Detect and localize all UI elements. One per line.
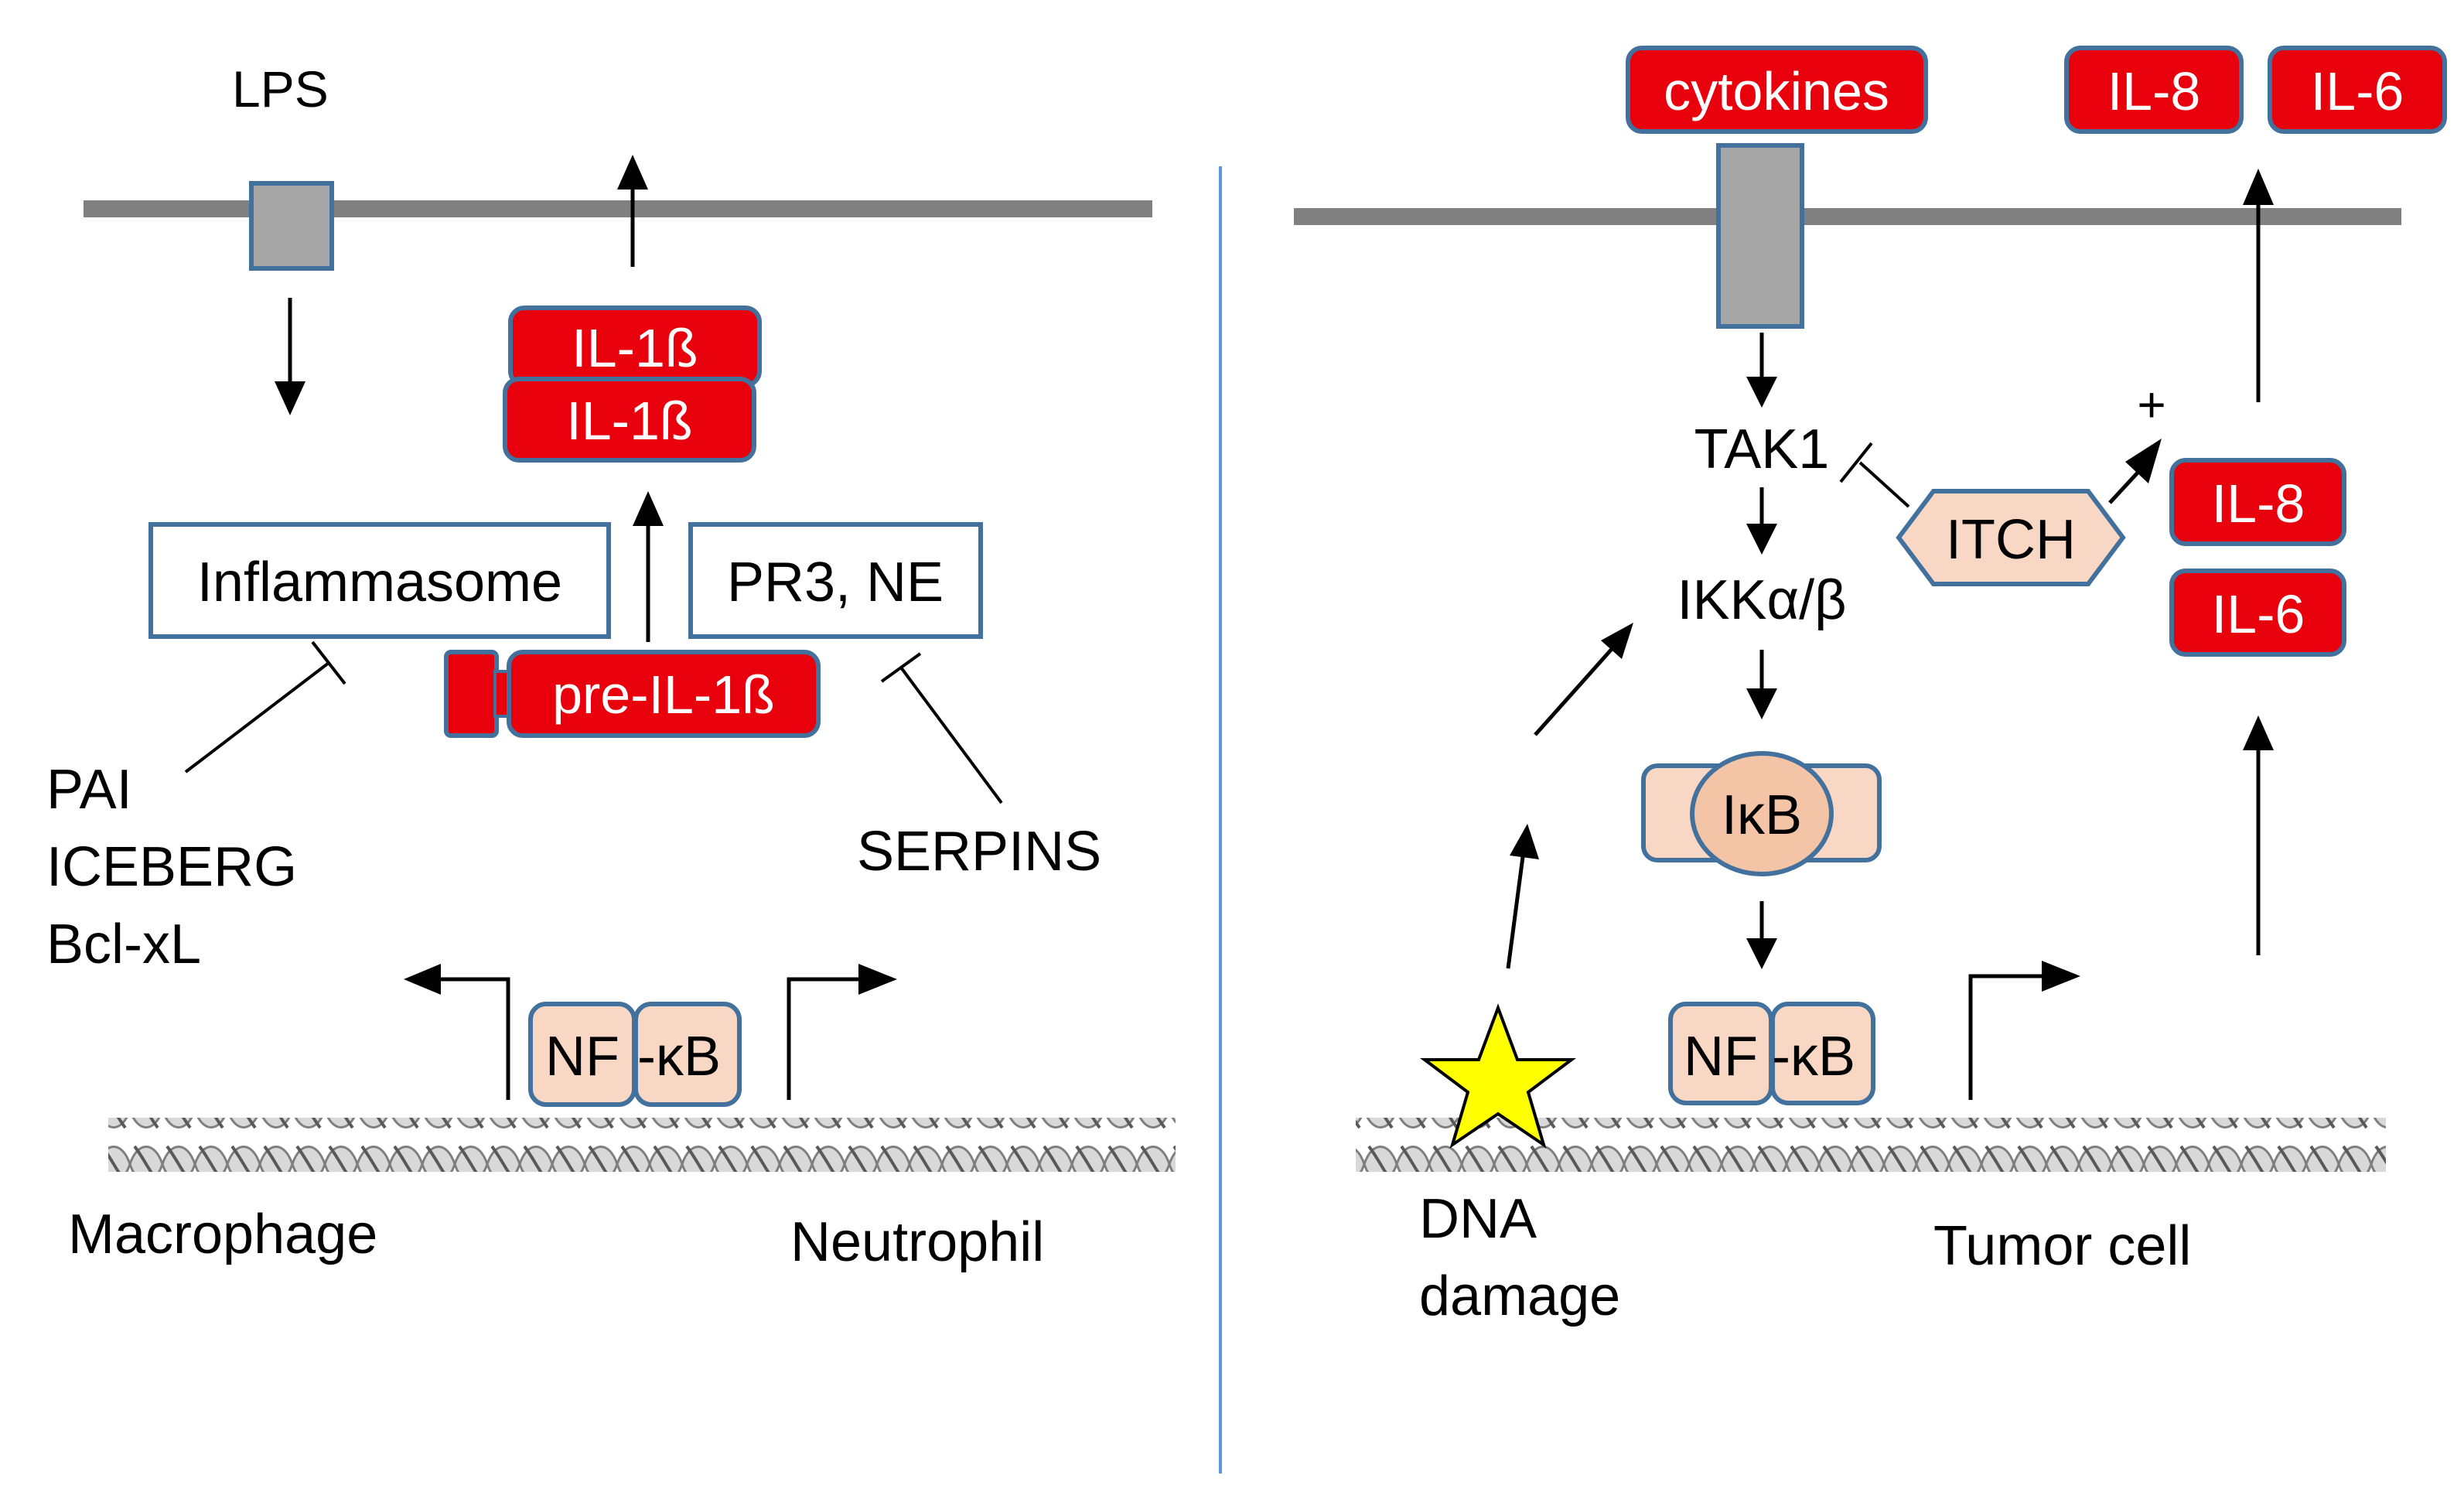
ikb-complex: IκB <box>1641 751 1882 876</box>
nfkb-left-nf: NF <box>545 1026 619 1088</box>
arrow-damage-up <box>1506 824 1539 969</box>
arrow-ikk-ikb <box>1746 650 1777 719</box>
neutrophil-label: Neutrophil <box>790 1211 1044 1273</box>
il1b-top-label: IL-1ß <box>572 318 698 378</box>
dna-right <box>1356 1118 2386 1172</box>
il8-mid-label: IL-8 <box>2212 473 2305 534</box>
il8-top-label: IL-8 <box>2107 61 2201 121</box>
lps-receptor <box>249 181 334 271</box>
inhibitor-iceberg: ICEBERG <box>46 836 297 898</box>
macrophage-label: Macrophage <box>68 1204 377 1265</box>
dna-left <box>108 1118 1176 1172</box>
promoter-arrow-left <box>404 964 510 1100</box>
arrow-to-tak1 <box>1746 333 1777 408</box>
dna-damage-label-line2: damage <box>1419 1265 1620 1327</box>
ikk-label: IKKα/β <box>1677 569 1846 631</box>
promoter-arrow-right <box>787 964 897 1100</box>
tak1-label: TAK1 <box>1694 418 1830 480</box>
inhibit-tak1 <box>1839 442 1910 508</box>
arrow-damage-ikk <box>1534 623 1633 736</box>
inhibit-pr3-ne <box>880 652 1003 804</box>
lps-label: LPS <box>232 60 329 118</box>
nfkb-right-kb: -κB <box>1772 1026 1855 1088</box>
arrow-ikb-nfkb <box>1746 901 1777 969</box>
cytokines-label: cytokines <box>1664 61 1889 121</box>
il8-mid-box: IL-8 <box>2169 458 2346 546</box>
il6-mid-label: IL-6 <box>2212 584 2305 644</box>
il1b-box-bottom: IL-1ß <box>503 377 756 463</box>
nfkb-left: NF -κB <box>528 1002 742 1107</box>
pre-il1b-box: pre-IL-1ß <box>444 650 821 738</box>
arrow-itch-plus <box>2108 439 2162 504</box>
nfkb-right: NF -κB <box>1668 1002 1875 1105</box>
serpins-label: SERPINS <box>857 821 1101 883</box>
itch-label: ITCH <box>1946 509 2076 571</box>
nfkb-right-nf: NF <box>1684 1026 1758 1088</box>
il1b-box-top: IL-1ß <box>508 306 762 388</box>
inhibitor-pai: PAI <box>46 759 132 821</box>
arrow-secretion-up <box>617 155 648 267</box>
plus-sign: + <box>2137 377 2165 432</box>
inflammasome-box: Inflammasome <box>148 522 611 639</box>
cytokine-receptor <box>1716 143 1804 329</box>
il6-mid-box: IL-6 <box>2169 569 2346 657</box>
pre-il1b-label: pre-IL-1ß <box>552 664 775 725</box>
nfkb-left-kb: -κB <box>637 1026 721 1088</box>
ikb-label: IκB <box>1722 784 1802 846</box>
dna-damage-star-icon <box>1420 1003 1576 1149</box>
il6-top-box: IL-6 <box>2268 46 2447 134</box>
arrow-transcription-up <box>2243 715 2274 955</box>
il8-top-box: IL-8 <box>2064 46 2244 134</box>
cytokines-box: cytokines <box>1626 46 1928 134</box>
left-panel: LPS IL-1ß IL-1ß Inflamm <box>46 60 1176 1273</box>
inhibitor-bclxl: Bcl-xL <box>46 914 201 975</box>
inflammasome-label: Inflammasome <box>197 552 562 613</box>
pr3-ne-label: PR3, NE <box>727 552 944 613</box>
arrow-receptor-down <box>275 298 305 415</box>
arrow-processing-up <box>633 491 664 642</box>
il6-top-label: IL-6 <box>2311 61 2404 121</box>
il1b-bottom-label: IL-1ß <box>566 391 692 451</box>
dna-damage-label-line1: DNA <box>1419 1188 1537 1250</box>
right-panel: cytokines IL-8 IL-6 TAK1 I <box>1294 46 2447 1327</box>
tumor-cell-label: Tumor cell <box>1933 1215 2191 1277</box>
arrow-il-secretion <box>2243 169 2274 402</box>
inhibit-inflammasome <box>184 640 346 773</box>
left-membrane <box>84 200 1152 217</box>
right-membrane <box>1294 208 2401 225</box>
arrow-tak1-ikk <box>1746 487 1777 555</box>
itch-box: ITCH <box>1896 489 2126 586</box>
pr3-ne-box: PR3, NE <box>688 522 983 639</box>
promoter-arrow-tumor <box>1968 961 2080 1100</box>
